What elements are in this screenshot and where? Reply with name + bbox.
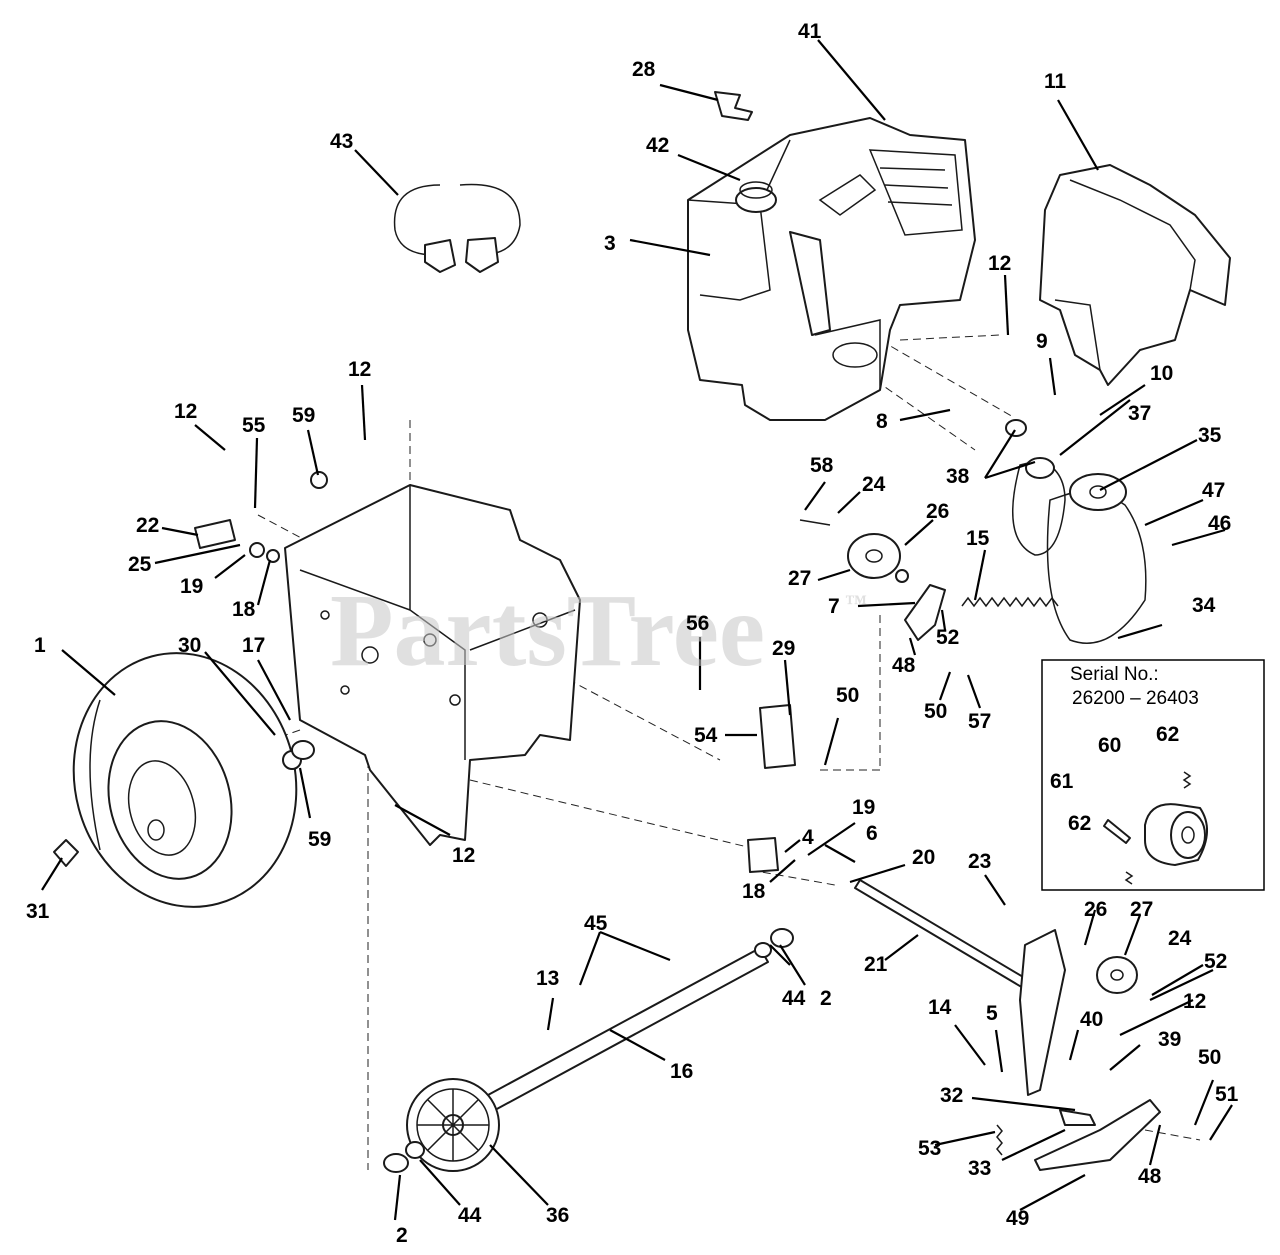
shift-shaft-lever <box>854 879 1161 1171</box>
callout-39: 39 <box>1158 1028 1181 1051</box>
serial-range: 26200 – 26403 <box>1072 688 1199 709</box>
callout-48a: 48 <box>892 654 916 677</box>
callout-29: 29 <box>772 637 795 660</box>
callout-5: 5 <box>986 1002 998 1025</box>
callout-23: 23 <box>968 850 991 873</box>
callout-33: 33 <box>968 1157 991 1180</box>
callout-24b: 24 <box>1168 927 1192 950</box>
callout-47: 47 <box>1202 479 1225 502</box>
callout-48b: 48 <box>1138 1165 1162 1188</box>
watermark-tm: ™ <box>845 590 867 615</box>
callout-59b: 59 <box>308 828 331 851</box>
callout-38: 38 <box>946 465 970 488</box>
callout-54: 54 <box>694 724 718 747</box>
callout-19b: 19 <box>852 796 875 819</box>
callout-4: 4 <box>802 826 814 849</box>
callout-12d: 12 <box>452 844 475 867</box>
callout-36: 36 <box>546 1204 569 1227</box>
callout-26b: 26 <box>1084 898 1107 921</box>
callout-14: 14 <box>928 996 952 1019</box>
callout-11: 11 <box>1044 70 1067 93</box>
callout-49: 49 <box>1006 1207 1029 1230</box>
callout-1: 1 <box>34 634 46 657</box>
watermark: PartsTree <box>330 573 765 688</box>
callout-50c: 50 <box>1198 1046 1221 1069</box>
serial-label: Serial No.: <box>1070 664 1159 685</box>
callout-21: 21 <box>864 953 888 976</box>
callout-13: 13 <box>536 967 559 990</box>
callout-18a: 18 <box>742 880 766 903</box>
callout-19a: 19 <box>180 575 203 598</box>
callout-18b: 18 <box>232 598 256 621</box>
callout-6: 6 <box>866 822 878 845</box>
callout-60: 60 <box>1098 734 1121 757</box>
callouts: 1 2 2 3 4 5 6 7 8 9 10 11 12 12 12 12 12… <box>26 20 1239 1247</box>
callout-62b: 62 <box>1068 812 1091 835</box>
frame-chassis <box>284 484 581 846</box>
callout-31: 31 <box>26 900 50 923</box>
callout-43: 43 <box>330 130 353 153</box>
wiring-harness <box>393 183 521 273</box>
callout-61: 61 <box>1050 770 1074 793</box>
engine <box>687 117 976 421</box>
callout-24a: 24 <box>862 473 886 496</box>
callout-58: 58 <box>810 454 834 477</box>
callout-7: 7 <box>828 595 840 618</box>
callout-9: 9 <box>1036 330 1048 353</box>
callout-50a: 50 <box>924 700 947 723</box>
callout-62a: 62 <box>1156 723 1179 746</box>
belt-cover <box>1039 164 1231 386</box>
callout-56: 56 <box>686 612 709 635</box>
callout-40: 40 <box>1080 1008 1103 1031</box>
wheel-tire <box>72 652 298 908</box>
callout-55: 55 <box>242 414 266 437</box>
callout-16: 16 <box>670 1060 693 1083</box>
leader-lines <box>41 39 1233 1221</box>
callout-44b: 44 <box>458 1204 482 1227</box>
callout-10: 10 <box>1150 362 1173 385</box>
misc-hardware <box>53 91 796 873</box>
callout-45: 45 <box>584 912 608 935</box>
callout-12c: 12 <box>174 400 197 423</box>
spring <box>961 596 1059 608</box>
callout-3: 3 <box>604 232 616 255</box>
callout-44a: 44 <box>782 987 806 1010</box>
callout-2a: 2 <box>396 1224 408 1247</box>
callout-22: 22 <box>136 514 159 537</box>
callout-41: 41 <box>798 20 822 43</box>
callout-46: 46 <box>1208 512 1231 535</box>
belts-pulleys <box>1005 419 1147 644</box>
callout-50b: 50 <box>836 684 859 707</box>
callout-8: 8 <box>876 410 888 433</box>
callout-52b: 52 <box>1204 950 1227 973</box>
callout-15: 15 <box>966 527 990 550</box>
callout-2b: 2 <box>820 987 832 1010</box>
callout-26a: 26 <box>926 500 949 523</box>
callout-25: 25 <box>128 553 152 576</box>
callout-12e: 12 <box>1183 990 1206 1013</box>
callout-12b: 12 <box>348 358 371 381</box>
callout-20: 20 <box>912 846 935 869</box>
callout-28: 28 <box>632 58 656 81</box>
callout-17: 17 <box>242 634 265 657</box>
callout-57: 57 <box>968 710 991 733</box>
callout-37: 37 <box>1128 402 1151 425</box>
callout-27a: 27 <box>788 567 811 590</box>
callout-53: 53 <box>918 1137 941 1160</box>
callout-34: 34 <box>1192 594 1216 617</box>
callout-30: 30 <box>178 634 201 657</box>
callout-59a: 59 <box>292 404 315 427</box>
callout-52a: 52 <box>936 626 959 649</box>
serial-inset: Serial No.: 26200 – 26403 <box>1041 659 1265 891</box>
callout-35: 35 <box>1198 424 1222 447</box>
callout-12a: 12 <box>988 252 1011 275</box>
callout-42: 42 <box>646 134 669 157</box>
idler-assembly <box>799 519 946 641</box>
callout-27b: 27 <box>1130 898 1153 921</box>
callout-51: 51 <box>1215 1083 1239 1106</box>
drive-shaft-gear <box>383 928 794 1173</box>
callout-32: 32 <box>940 1084 963 1107</box>
